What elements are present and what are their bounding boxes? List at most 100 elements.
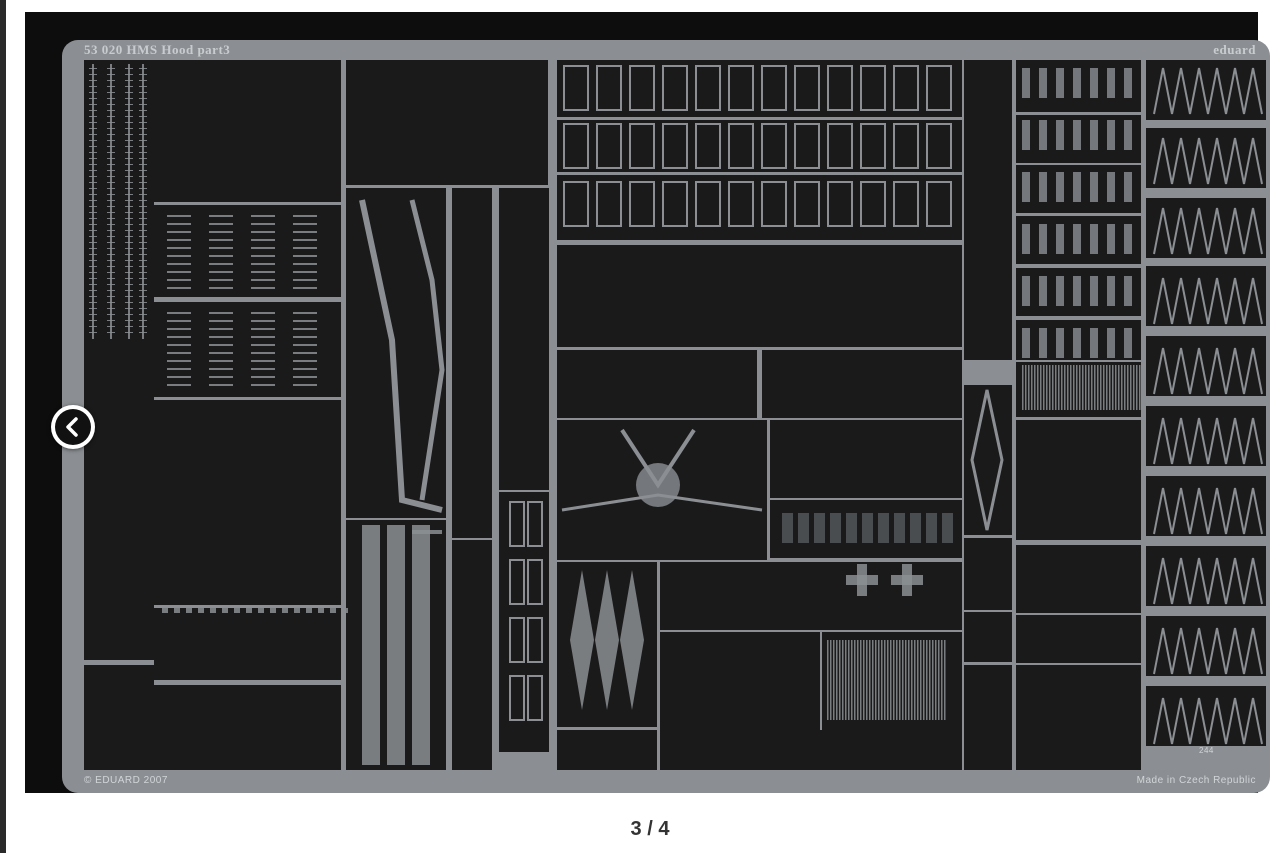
etched-detail: [1124, 68, 1132, 98]
etched-detail: [251, 279, 275, 281]
etched-detail: [1073, 276, 1081, 306]
etched-detail: [728, 123, 754, 169]
etched-detail: [89, 218, 97, 219]
etched-detail: [1124, 120, 1132, 150]
etched-detail: [139, 266, 147, 267]
etched-detail: [1139, 365, 1141, 410]
etched-detail: [412, 525, 430, 765]
etched-detail: [107, 98, 115, 99]
etched-detail: [107, 206, 115, 207]
etched-detail: [125, 254, 133, 255]
etched-detail: [869, 640, 871, 720]
etched-detail: [107, 332, 115, 333]
etched-detail: [527, 501, 543, 547]
etched-detail: [251, 223, 275, 225]
etched-detail: [209, 312, 233, 314]
etched-detail: [270, 608, 276, 613]
etched-detail: [1107, 68, 1115, 98]
etched-detail: [899, 640, 901, 720]
etched-detail: [107, 272, 115, 273]
etched-detail: [209, 255, 233, 257]
etched-detail: [1198, 627, 1209, 675]
etched-detail: [89, 92, 97, 93]
previous-image-button[interactable]: [51, 405, 95, 449]
etched-detail: [527, 675, 543, 721]
etched-detail: [107, 320, 115, 321]
etched-detail: [251, 320, 275, 322]
etched-detail: [926, 123, 952, 169]
etched-detail: [1252, 347, 1263, 395]
etched-detail: [293, 215, 317, 217]
fret-panel: [1016, 420, 1141, 540]
etched-detail: [139, 104, 147, 105]
etched-detail: [890, 640, 892, 720]
etched-detail: [830, 640, 832, 720]
etched-detail: [1180, 277, 1191, 325]
etched-detail: [1107, 328, 1115, 358]
fret-panel: [660, 632, 820, 732]
fret-panel: [1146, 198, 1266, 258]
etched-detail: [139, 302, 147, 303]
etched-detail: [198, 608, 204, 613]
etched-detail: [1198, 697, 1209, 745]
etched-detail: [1234, 487, 1245, 535]
etched-detail: [125, 266, 133, 267]
etched-detail: [139, 176, 147, 177]
etched-detail: [1118, 365, 1120, 410]
etched-detail: [893, 65, 919, 111]
etched-detail: [1153, 417, 1164, 465]
etched-detail: [125, 326, 133, 327]
etched-detail: [167, 344, 191, 346]
etched-detail: [139, 272, 147, 273]
left-edge-strip: [0, 0, 6, 853]
etched-detail: [1180, 417, 1191, 465]
etched-detail: [1153, 697, 1164, 745]
etched-detail: [1039, 224, 1047, 254]
etched-detail: [89, 68, 97, 69]
etched-detail: [1234, 207, 1245, 255]
etched-detail: [1216, 67, 1227, 115]
etched-detail: [107, 266, 115, 267]
etched-detail: [107, 176, 115, 177]
etched-detail: [1252, 137, 1263, 185]
fret-panel: [154, 205, 341, 297]
etched-detail: [908, 640, 910, 720]
etched-detail: [1025, 365, 1027, 410]
etched-detail: [1153, 557, 1164, 605]
etched-detail: [1198, 137, 1209, 185]
etched-detail: [1243, 417, 1254, 465]
etched-detail: [89, 110, 97, 111]
etched-detail: [845, 640, 847, 720]
etched-detail: [209, 344, 233, 346]
etched-detail: [209, 247, 233, 249]
etched-detail: [887, 640, 889, 720]
etched-detail: [1189, 67, 1200, 115]
etched-detail: [1234, 347, 1245, 395]
etched-detail: [125, 260, 133, 261]
etched-detail: [1124, 365, 1126, 410]
etched-detail: [89, 308, 97, 309]
etched-detail: [107, 134, 115, 135]
etched-detail: [167, 352, 191, 354]
etched-detail: [139, 182, 147, 183]
etched-detail: [139, 170, 147, 171]
etched-detail: [1207, 487, 1218, 535]
etched-detail: [1207, 557, 1218, 605]
etched-detail: [251, 215, 275, 217]
etched-detail: [926, 181, 952, 227]
origin-text: Made in Czech Republic: [1136, 775, 1256, 786]
etched-detail: [251, 263, 275, 265]
etched-detail: [1073, 120, 1081, 150]
etched-detail: [139, 212, 147, 213]
fret-panel: [660, 562, 962, 630]
etched-detail: [1034, 365, 1036, 410]
etched-detail: [509, 617, 525, 663]
etched-detail: [107, 296, 115, 297]
etched-detail: [1090, 276, 1098, 306]
etched-detail: [1056, 328, 1064, 358]
etched-detail: [848, 640, 850, 720]
etched-detail: [139, 290, 147, 291]
etched-detail: [1189, 207, 1200, 255]
etched-detail: [1043, 365, 1045, 410]
etched-detail: [1162, 277, 1173, 325]
